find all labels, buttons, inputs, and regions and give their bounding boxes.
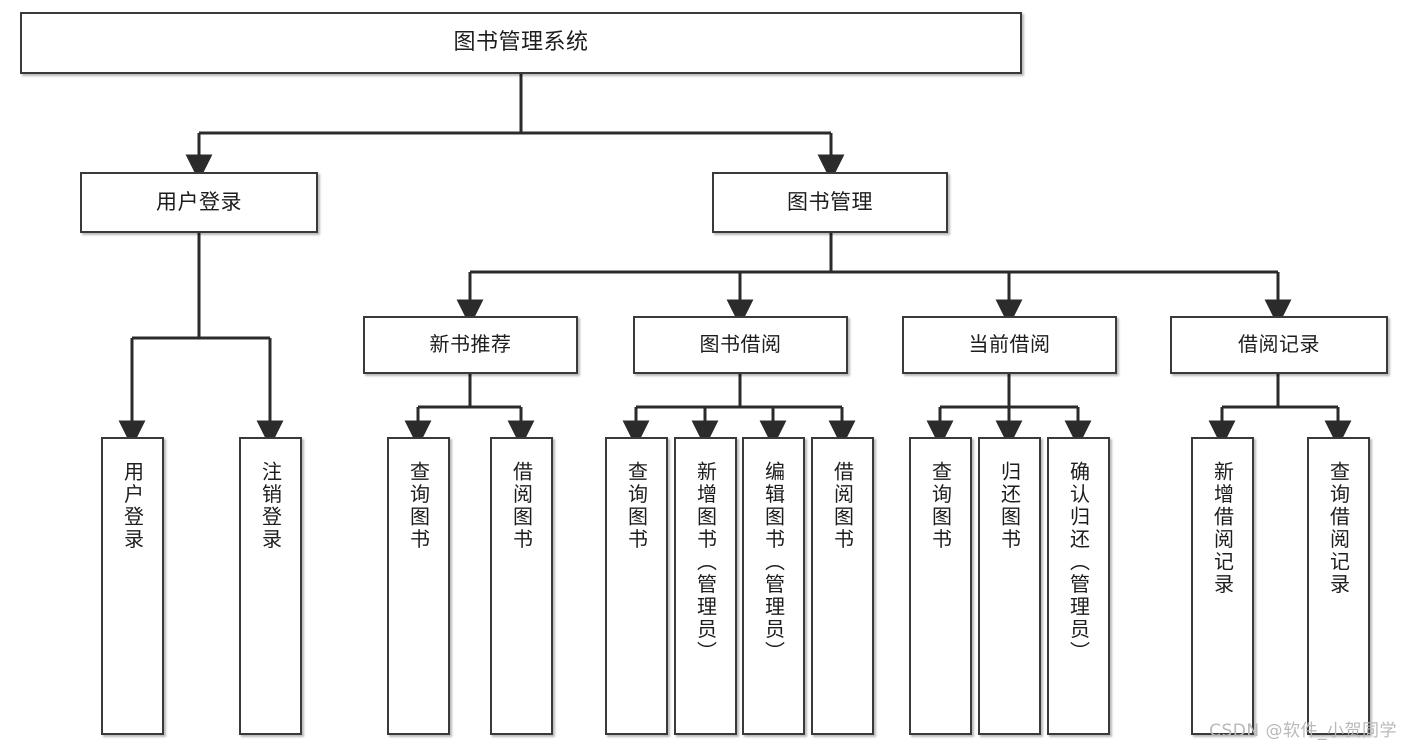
node-leaf-query-book-2-label: 查询图书 (624, 461, 649, 551)
node-current-borrow[interactable]: 当前借阅 (902, 316, 1117, 374)
node-leaf-borrow-book-2[interactable]: 借阅图书 (811, 437, 874, 735)
node-root[interactable]: 图书管理系统 (20, 12, 1022, 74)
node-borrow-record[interactable]: 借阅记录 (1170, 316, 1388, 374)
node-leaf-add-record-label: 新增借阅记录 (1210, 461, 1235, 596)
node-new-book-recommend[interactable]: 新书推荐 (363, 316, 578, 374)
node-book-manage[interactable]: 图书管理 (712, 172, 948, 233)
node-leaf-query-book-3-label: 查询图书 (928, 461, 953, 551)
node-leaf-return-book[interactable]: 归还图书 (978, 437, 1041, 735)
node-user-login-label: 用户登录 (156, 190, 242, 215)
node-leaf-confirm-return[interactable]: 确认归还（管理员） (1047, 437, 1110, 735)
node-leaf-return-book-label: 归还图书 (997, 461, 1022, 551)
node-book-manage-label: 图书管理 (787, 190, 873, 215)
watermark-text: CSDN @软件_小贺同学 (1209, 721, 1397, 741)
node-leaf-edit-book-label: 编辑图书（管理员） (761, 461, 786, 664)
node-leaf-user-login[interactable]: 用户登录 (101, 437, 164, 735)
node-leaf-query-record[interactable]: 查询借阅记录 (1307, 437, 1370, 735)
node-leaf-user-logout[interactable]: 注销登录 (239, 437, 302, 735)
node-leaf-query-record-label: 查询借阅记录 (1326, 461, 1351, 596)
node-leaf-borrow-book-1[interactable]: 借阅图书 (490, 437, 553, 735)
node-borrow-record-label: 借阅记录 (1238, 332, 1320, 357)
node-leaf-confirm-return-label: 确认归还（管理员） (1066, 461, 1091, 664)
node-leaf-borrow-book-1-label: 借阅图书 (509, 461, 534, 551)
node-root-label: 图书管理系统 (453, 30, 589, 56)
node-leaf-edit-book[interactable]: 编辑图书（管理员） (742, 437, 805, 735)
node-leaf-user-login-label: 用户登录 (120, 461, 145, 551)
node-leaf-query-book-1-label: 查询图书 (406, 461, 431, 551)
node-leaf-user-logout-label: 注销登录 (258, 461, 283, 551)
node-book-borrow-label: 图书借阅 (699, 332, 782, 357)
node-leaf-query-book-1[interactable]: 查询图书 (387, 437, 450, 735)
node-leaf-query-book-3[interactable]: 查询图书 (909, 437, 972, 735)
node-current-borrow-label: 当前借阅 (968, 332, 1051, 357)
node-leaf-add-book-label: 新增图书（管理员） (693, 461, 718, 664)
node-user-login[interactable]: 用户登录 (80, 172, 318, 233)
node-leaf-query-book-2[interactable]: 查询图书 (605, 437, 668, 735)
node-leaf-borrow-book-2-label: 借阅图书 (830, 461, 855, 551)
node-leaf-add-book[interactable]: 新增图书（管理员） (674, 437, 737, 735)
node-new-book-recommend-label: 新书推荐 (429, 332, 512, 357)
node-leaf-add-record[interactable]: 新增借阅记录 (1191, 437, 1254, 735)
node-book-borrow[interactable]: 图书借阅 (633, 316, 848, 374)
